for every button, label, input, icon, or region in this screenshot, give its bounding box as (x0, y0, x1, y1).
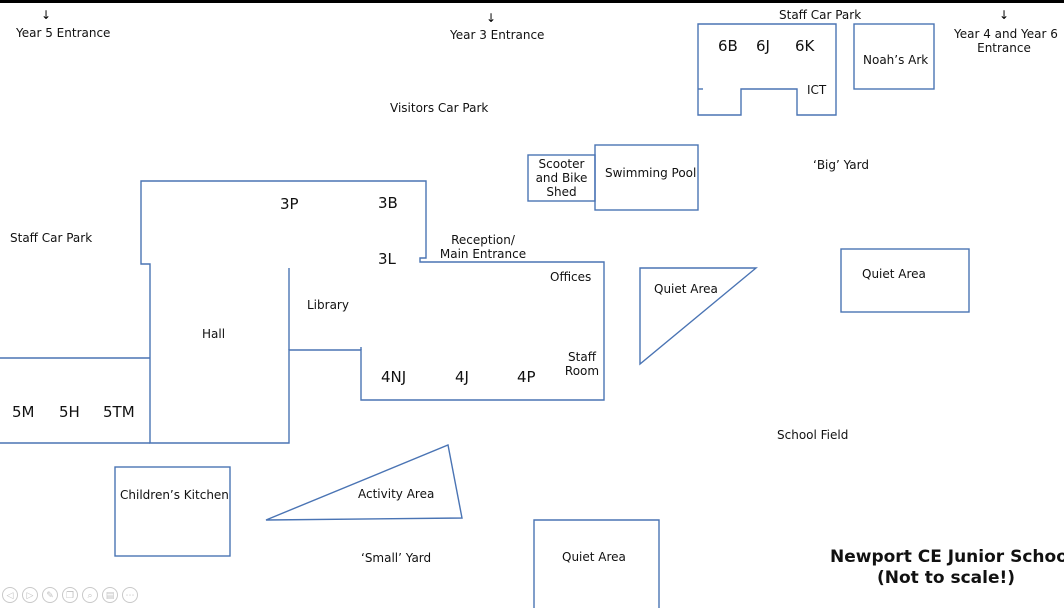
childrens-kitchen-outline (114, 466, 231, 557)
classroom-6j: 6J (756, 37, 770, 55)
staff-car-park-top-label: Staff Car Park (779, 8, 862, 22)
classroom-3l: 3L (378, 250, 396, 268)
more-icon[interactable]: ⋯ (122, 587, 138, 603)
classroom-3p: 3P (280, 195, 299, 213)
swimming-pool-label: Swimming Pool (605, 166, 697, 180)
ict-room-label: ICT (807, 83, 827, 97)
top-border (0, 0, 1064, 3)
reception-label: Reception/ Main Entrance (433, 233, 533, 261)
noahs-ark-outline (853, 23, 935, 90)
year6-block-outline (697, 23, 837, 116)
subtitles-icon[interactable]: ▤ (102, 587, 118, 603)
classroom-5tm: 5TM (103, 403, 135, 421)
year5-block-outline (0, 357, 150, 444)
activity-area-label: Activity Area (358, 487, 435, 501)
quiet-area-triangle-label: Quiet Area (654, 282, 718, 296)
classroom-5h: 5H (59, 403, 80, 421)
year3-entrance-label: Year 3 Entrance (450, 28, 545, 42)
reception-line2: Main Entrance (439, 247, 527, 261)
hall-label: Hall (202, 327, 226, 341)
childrens-kitchen-label: Children’s Kitchen (120, 488, 229, 502)
zoom-icon[interactable]: ⌕ (82, 587, 98, 603)
year46-entrance-label: Year 4 and Year 6 Entrance (954, 27, 1058, 55)
staff-room-line2: Room (564, 364, 600, 378)
year3-entrance-arrow-icon: ↓ (485, 11, 497, 25)
classroom-3b: 3B (378, 194, 398, 212)
map-title: Newport CE Junior School (Not to scale!) (830, 547, 1064, 589)
reception-line1: Reception/ (451, 233, 515, 247)
staff-car-park-left-label: Staff Car Park (10, 231, 93, 245)
year46-entrance-arrow-icon: ↓ (998, 8, 1010, 22)
swimming-pool-outline (594, 144, 699, 211)
offices-label: Offices (550, 270, 592, 284)
scooter-shed-line3: Shed (546, 185, 577, 199)
copy-icon[interactable]: ❐ (62, 587, 78, 603)
classroom-6k: 6K (795, 37, 815, 55)
map-title-line2: (Not to scale!) (877, 568, 1015, 588)
classroom-4nj: 4NJ (381, 368, 407, 386)
school-field-label: School Field (777, 428, 849, 442)
slideshow-toolbar: ◁ ▷ ✎ ❐ ⌕ ▤ ⋯ (2, 587, 138, 603)
scooter-shed-line2: and Bike (535, 171, 588, 185)
year5-entrance-label: Year 5 Entrance (16, 26, 111, 40)
classroom-4p: 4P (517, 368, 536, 386)
classroom-6b: 6B (718, 37, 738, 55)
visitors-car-park-label: Visitors Car Park (390, 101, 489, 115)
big-yard-label: ‘Big’ Yard (813, 158, 869, 172)
year46-entrance-line2: Entrance (977, 41, 1031, 55)
noahs-ark-label: Noah’s Ark (863, 53, 929, 67)
staff-room-line1: Staff (568, 350, 596, 364)
scooter-shed-label: Scooter and Bike Shed (528, 157, 595, 199)
quiet-area-right-outline (840, 248, 970, 313)
year46-entrance-line1: Year 4 and Year 6 (954, 27, 1058, 41)
play-icon[interactable]: ▷ (22, 587, 38, 603)
classroom-4j: 4J (455, 368, 469, 386)
main-building-outline (140, 180, 605, 444)
activity-area-outline (265, 444, 463, 521)
library-label: Library (307, 298, 349, 312)
pen-icon[interactable]: ✎ (42, 587, 58, 603)
scooter-shed-line1: Scooter (538, 157, 585, 171)
quiet-area-triangle-outline (639, 267, 758, 366)
previous-icon[interactable]: ◁ (2, 587, 18, 603)
map-title-line1: Newport CE Junior School (830, 547, 1064, 567)
staff-room-label: Staff Room (562, 350, 602, 378)
quiet-area-bottom-outline (533, 519, 660, 608)
quiet-area-right-label: Quiet Area (862, 267, 926, 281)
small-yard-label: ‘Small’ Yard (361, 551, 432, 565)
quiet-area-bottom-label: Quiet Area (562, 550, 626, 564)
year5-entrance-arrow-icon: ↓ (40, 8, 52, 22)
classroom-5m: 5M (12, 403, 35, 421)
